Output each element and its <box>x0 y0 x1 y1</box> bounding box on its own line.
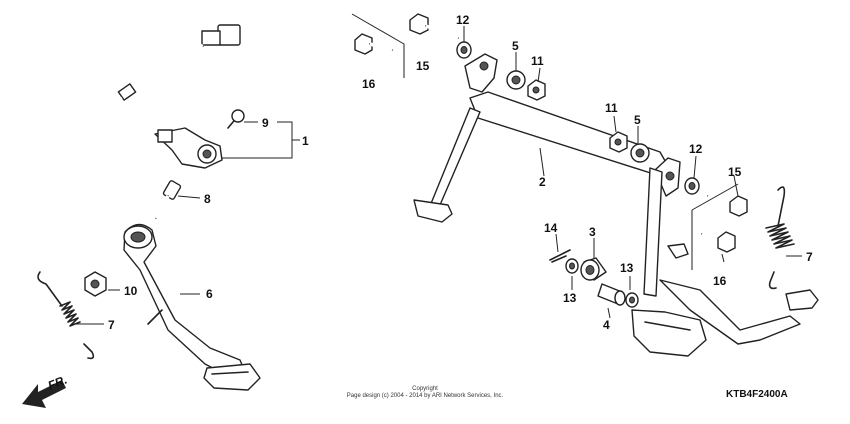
callout-16-left: 16 <box>362 77 376 91</box>
washer-13-right <box>625 292 639 308</box>
bolt-8 <box>154 180 182 219</box>
nut-10 <box>84 271 107 297</box>
callout-5-right: 5 <box>634 113 641 127</box>
copyright-notice: Copyright Page design (c) 2004 - 2014 by… <box>300 386 550 400</box>
screw-9 <box>227 109 245 129</box>
collar-5-left <box>506 70 526 90</box>
bolt-16-left <box>354 33 393 55</box>
main-stand <box>413 53 819 357</box>
cotter-pin-14 <box>549 249 571 263</box>
spring-7-left <box>37 271 95 360</box>
washer-13-left <box>565 258 579 274</box>
collar-5-right <box>630 143 650 163</box>
bolt-15-left <box>409 13 459 40</box>
callout-12-right: 12 <box>689 142 703 156</box>
diagram-code: KTB4F2400A <box>726 389 788 400</box>
callout-4: 4 <box>603 318 610 332</box>
callout-11-left: 11 <box>531 54 544 68</box>
callout-5-left: 5 <box>512 39 519 53</box>
callout-7-left: 7 <box>108 318 115 332</box>
callout-1: 1 <box>302 134 309 148</box>
spring-7-right <box>765 186 795 290</box>
copyright-line-2: Page design (c) 2004 - 2014 by ARI Netwo… <box>346 393 504 399</box>
front-direction-label: FR. <box>46 373 69 393</box>
callout-11-right: 11 <box>605 101 618 115</box>
callout-16-right: 16 <box>713 274 727 288</box>
callout-2: 2 <box>539 175 546 189</box>
callout-13-right: 13 <box>620 261 634 275</box>
callout-15-left: 15 <box>416 59 430 73</box>
copyright-line-1: Copyright <box>412 386 438 392</box>
callout-8: 8 <box>204 192 211 206</box>
nut-11-right <box>609 131 628 153</box>
callout-6: 6 <box>206 287 213 301</box>
collar-3 <box>580 257 607 281</box>
washer-12-left <box>456 41 472 59</box>
callout-14: 14 <box>544 221 558 235</box>
callout-12-left: 12 <box>456 13 470 27</box>
side-stand <box>123 223 261 391</box>
nut-11-left <box>527 79 546 101</box>
callout-9: 9 <box>262 116 269 130</box>
callout-15-right: 15 <box>728 165 742 179</box>
bolt-16-right <box>701 231 736 253</box>
callout-3: 3 <box>589 225 596 239</box>
side-stand-switch-wire <box>90 24 241 150</box>
front-direction-arrow <box>22 380 66 408</box>
callout-7-right: 7 <box>806 250 813 264</box>
washer-12-right <box>684 177 700 195</box>
callout-10: 10 <box>124 284 138 298</box>
callout-13-left: 13 <box>563 291 577 305</box>
side-stand-switch <box>154 127 223 169</box>
bolt-15-right <box>707 194 748 217</box>
pin-4 <box>597 283 626 306</box>
leader-lines <box>76 13 802 325</box>
